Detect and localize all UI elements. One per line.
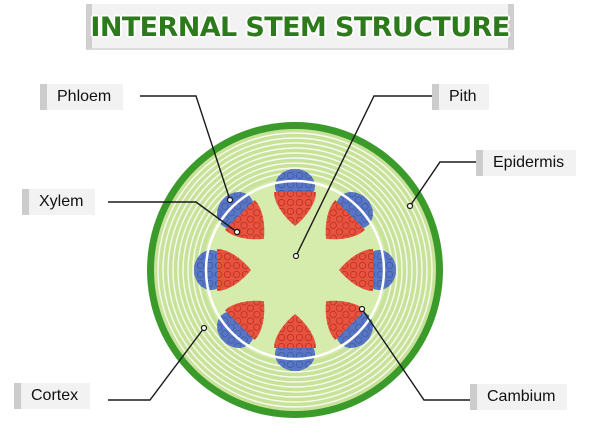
xylem-cells <box>274 192 316 226</box>
cortex-ring-line <box>182 157 408 383</box>
title-banner-background <box>86 4 514 50</box>
leader-lines <box>108 95 486 401</box>
pith-leader <box>295 95 432 257</box>
vascular-bundle <box>194 249 251 291</box>
xylem-leader <box>108 201 238 233</box>
cambium-dot <box>358 305 366 313</box>
xylem-cells <box>339 249 373 291</box>
phloem-leader <box>140 95 231 201</box>
xylem-cells <box>325 199 366 240</box>
cortex-ring-line <box>177 152 413 388</box>
epidermis-dot <box>406 202 414 210</box>
xylem-cells <box>217 249 251 291</box>
epidermis-label: Epidermis <box>476 150 577 176</box>
cortex-ring-line <box>187 162 403 378</box>
xylem-cells <box>274 314 316 348</box>
vascular-bundle <box>274 169 316 226</box>
phloem-label: Phloem <box>40 84 124 110</box>
page-title: INTERNAL STEM STRUCTURE <box>90 11 510 43</box>
vascular-bundles <box>194 169 396 371</box>
pith-dot <box>292 252 300 260</box>
xylem-cells <box>224 199 265 240</box>
cortex-ring-line <box>167 142 423 398</box>
cortex-ring-line <box>157 132 433 408</box>
xylem-dot <box>233 228 241 236</box>
cortex-label: Cortex <box>14 383 91 409</box>
leader-dots <box>200 196 414 332</box>
cortex-dot <box>200 324 208 332</box>
xylem-label: Xylem <box>22 189 96 215</box>
cortex-ring-line <box>172 147 418 393</box>
vascular-bundle <box>325 300 373 348</box>
vascular-bundle <box>217 192 265 240</box>
cortex-leader <box>108 327 205 401</box>
title-banner: INTERNAL STEM STRUCTURE <box>86 4 514 50</box>
epidermis-leader <box>409 161 486 207</box>
pith-label: Pith <box>432 84 489 110</box>
vascular-bundle <box>217 300 265 348</box>
xylem-cells <box>224 300 265 341</box>
cambium-label: Cambium <box>470 384 568 410</box>
xylem-cells <box>325 300 366 341</box>
cambium-leader <box>361 308 480 401</box>
cambium-ring <box>204 179 386 361</box>
phloem-dot <box>226 196 234 204</box>
vascular-bundle <box>274 314 316 371</box>
vascular-bundle <box>339 249 396 291</box>
vascular-bundle <box>325 192 373 240</box>
cortex-ring-line <box>162 137 428 403</box>
cortex-ring-line <box>192 167 398 373</box>
